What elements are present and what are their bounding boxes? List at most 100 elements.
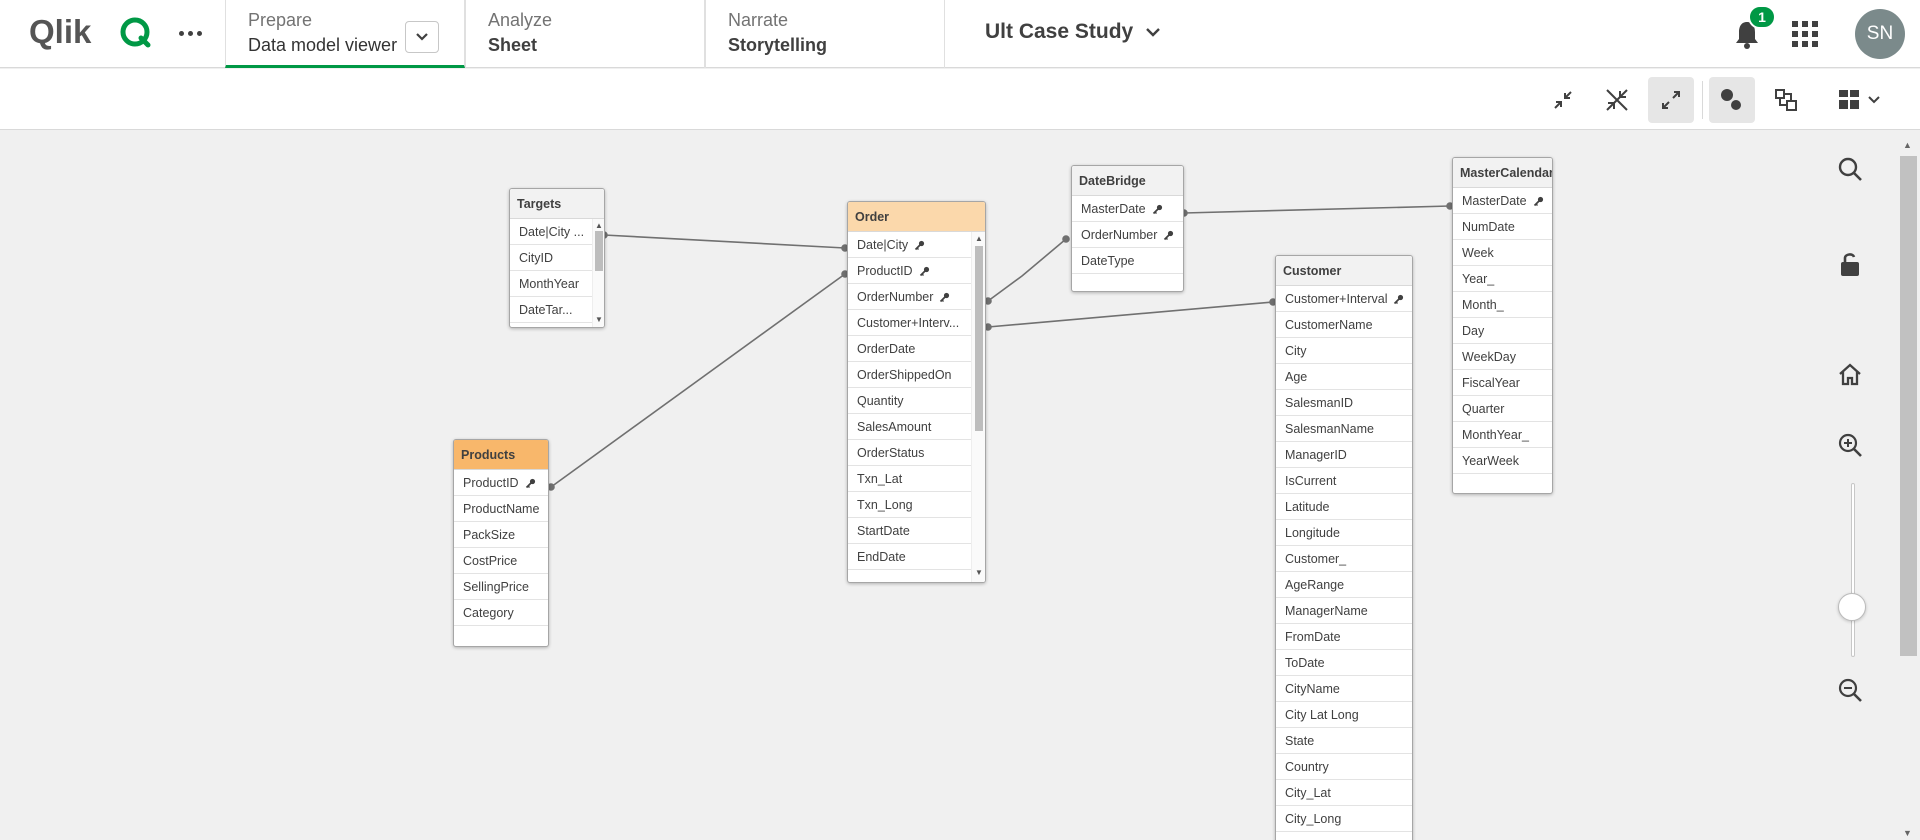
table-field-row[interactable]: Customer+Interval: [1276, 286, 1412, 312]
table-field-row[interactable]: FiscalYear: [1453, 370, 1552, 396]
table-field-row[interactable]: Longitude: [1276, 520, 1412, 546]
table-field-row[interactable]: YearWeek: [1453, 448, 1552, 474]
table-field-row[interactable]: SellingPrice: [454, 574, 548, 600]
table-field-row[interactable]: ProductID: [848, 258, 971, 284]
zoom-slider-handle[interactable]: [1838, 593, 1866, 621]
table-field-row[interactable]: IsCurrent: [1276, 468, 1412, 494]
table-field-row[interactable]: Country: [1276, 754, 1412, 780]
user-avatar[interactable]: SN: [1855, 9, 1905, 59]
table-field-row[interactable]: FromDate: [1276, 624, 1412, 650]
scrollbar-thumb[interactable]: [1900, 156, 1917, 656]
table-header[interactable]: Order: [848, 202, 985, 232]
layout-menu-button[interactable]: [1828, 77, 1892, 123]
table-scrollbar[interactable]: ▲▼: [592, 219, 604, 327]
table-field-row[interactable]: CustomerName: [1276, 312, 1412, 338]
collapse-all-button[interactable]: [1540, 77, 1586, 123]
tab-prepare[interactable]: Prepare Data model viewer: [225, 0, 465, 68]
table-field-row[interactable]: OrderNumber: [1072, 222, 1183, 248]
notification-bell-icon[interactable]: [1732, 18, 1762, 50]
table-field-row[interactable]: WeekDay: [1453, 344, 1552, 370]
table-field-row[interactable]: Age: [1276, 364, 1412, 390]
table-field-row[interactable]: OrderStatus: [848, 440, 971, 466]
table-field-row[interactable]: City: [1276, 338, 1412, 364]
table-field-row[interactable]: CityID: [510, 245, 592, 271]
hide-fields-button[interactable]: [1594, 77, 1640, 123]
table-field-row[interactable]: Week: [1453, 240, 1552, 266]
table-field-row[interactable]: City_Lat: [1276, 780, 1412, 806]
expand-all-button[interactable]: [1648, 77, 1694, 123]
table-field-row[interactable]: DateTar...: [510, 297, 592, 323]
table-header[interactable]: Customer: [1276, 256, 1412, 286]
table-field-row[interactable]: Txn_Long: [848, 492, 971, 518]
table-field-row[interactable]: Day: [1453, 318, 1552, 344]
search-button[interactable]: [1830, 149, 1870, 189]
source-view-button[interactable]: [1763, 77, 1809, 123]
table-field-row[interactable]: City_Long: [1276, 806, 1412, 832]
table-field-row[interactable]: ManagerID: [1276, 442, 1412, 468]
table-field-row[interactable]: StartDate: [848, 518, 971, 544]
table-field-row[interactable]: State: [1276, 728, 1412, 754]
unlock-button[interactable]: [1830, 244, 1870, 284]
table-field-row[interactable]: Month_: [1453, 292, 1552, 318]
table-field-row[interactable]: AgeRange: [1276, 572, 1412, 598]
zoom-in-button[interactable]: [1830, 425, 1870, 465]
table-field-row[interactable]: Date|City: [848, 232, 971, 258]
table-field-row[interactable]: CostPrice: [454, 548, 548, 574]
tab-narrate[interactable]: Narrate Storytelling: [705, 0, 945, 68]
table-field-row[interactable]: PackSize: [454, 522, 548, 548]
table-field-row[interactable]: DateType: [1072, 248, 1183, 274]
table-field-row[interactable]: SalesmanName: [1276, 416, 1412, 442]
home-button[interactable]: [1830, 354, 1870, 394]
zoom-slider-track[interactable]: [1851, 483, 1855, 657]
table-field-row[interactable]: City Lat Long: [1276, 702, 1412, 728]
table-field-row[interactable]: SalesmanID: [1276, 390, 1412, 416]
table-field-row[interactable]: MonthYear_: [1453, 422, 1552, 448]
table-field-row[interactable]: Customer_: [1276, 546, 1412, 572]
internal-view-button[interactable]: [1709, 77, 1755, 123]
table-field-row[interactable]: CityName: [1276, 676, 1412, 702]
table-field-row[interactable]: EndDate: [848, 544, 971, 570]
table-header[interactable]: MasterCalendar: [1453, 158, 1552, 188]
table-field-row[interactable]: Quantity: [848, 388, 971, 414]
table-field-row[interactable]: Year_: [1453, 266, 1552, 292]
table-header[interactable]: Targets: [510, 189, 604, 219]
table-field-row[interactable]: ProductID: [454, 470, 548, 496]
table-header[interactable]: Products: [454, 440, 548, 470]
tab-analyze[interactable]: Analyze Sheet: [465, 0, 705, 68]
table-field-row[interactable]: OrderNumber: [848, 284, 971, 310]
table-field-row[interactable]: SalesAmount: [848, 414, 971, 440]
qlik-logo[interactable]: Qlik: [29, 14, 153, 50]
table-field-row[interactable]: Quarter: [1453, 396, 1552, 422]
table-field-row[interactable]: OrderDate: [848, 336, 971, 362]
table-field-row[interactable]: MasterDate: [1453, 188, 1552, 214]
table-field-row[interactable]: Latitude: [1276, 494, 1412, 520]
table-field-row[interactable]: ToDate: [1276, 650, 1412, 676]
table-header[interactable]: DateBridge: [1072, 166, 1183, 196]
prepare-dropdown-button[interactable]: [405, 21, 439, 53]
zoom-out-button[interactable]: [1830, 670, 1870, 710]
table-scrollbar[interactable]: ▲▼: [971, 232, 985, 582]
table-field-row[interactable]: Category: [454, 600, 548, 626]
table-field-row[interactable]: MasterDate: [1072, 196, 1183, 222]
table-field-row[interactable]: MonthYear: [510, 271, 592, 297]
table-field-row[interactable]: ManagerName: [1276, 598, 1412, 624]
canvas-vertical-scrollbar[interactable]: ▲ ▼: [1897, 138, 1920, 840]
table-field-row[interactable]: Date|City ...: [510, 219, 592, 245]
table-field-row[interactable]: OrderShippedOn: [848, 362, 971, 388]
field-name: Customer_: [1285, 552, 1347, 566]
apps-grid-icon[interactable]: [1792, 21, 1818, 47]
table-field-row[interactable]: NumDate: [1453, 214, 1552, 240]
table-field-row[interactable]: ProductName: [454, 496, 548, 522]
table-field-row[interactable]: Customer+Interv...: [848, 310, 971, 336]
app-title-dropdown[interactable]: Ult Case Study: [985, 20, 1161, 44]
more-options-button[interactable]: [175, 20, 205, 46]
table-field-row[interactable]: Txn_Lat: [848, 466, 971, 492]
field-name: AgeRange: [1285, 578, 1345, 592]
